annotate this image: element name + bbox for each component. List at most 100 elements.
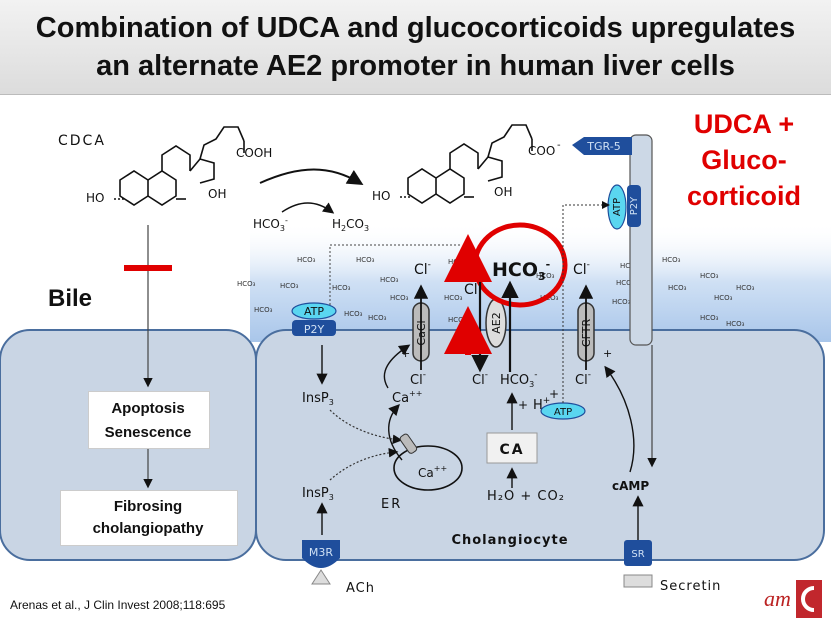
anion-oh-label: OH	[494, 185, 512, 199]
fibrosing-box	[60, 490, 238, 546]
tgr5-label: TGR-5	[586, 140, 620, 153]
apoptosis-box	[88, 391, 210, 449]
er-label: ER	[381, 497, 402, 512]
proton-label: H+	[533, 396, 550, 413]
p2y-receptor-left	[292, 320, 336, 336]
cholangiocyte-label: Cholangiocyte	[451, 533, 568, 548]
hco3-reactant: HCO3-	[253, 216, 288, 233]
atp-release-dotted-path	[562, 201, 610, 403]
protonation-arrow	[259, 168, 364, 186]
insp3-to-er-dotted-arrow	[329, 409, 403, 445]
endoplasmic-reticulum	[393, 445, 463, 491]
co-transport-plus-left: +	[518, 398, 528, 412]
svg-text:HCO₃: HCO₃	[237, 280, 256, 288]
camp-label: cAMP	[612, 479, 649, 493]
svg-text:HCO₃: HCO₃	[280, 282, 299, 290]
ca-enzyme-label: CA	[499, 442, 524, 458]
svg-text:HCO₃: HCO₃	[700, 272, 719, 280]
cholangiocyte-cell	[255, 329, 825, 561]
amc-logo: am	[764, 580, 822, 618]
insp3-top-label: InsP3	[302, 391, 334, 407]
lumen-bicarbonate-scatter: HCO₃ HCO₃ HCO₃ HCO₃ HCO₃ HCO₃ HCO₃ HCO₃ HCO₃ H…	[237, 256, 755, 328]
m3r-label: M3R	[309, 546, 333, 559]
atp-left-label: ATP	[304, 305, 324, 318]
secretin-ligand	[623, 574, 653, 588]
cdca-ho-label: HO	[86, 191, 104, 205]
hco3-cell-ae2: HCO3-	[500, 370, 537, 389]
svg-text:HCO₃: HCO₃	[297, 256, 316, 264]
svg-text:HCO₃: HCO₃	[662, 256, 681, 264]
atp-right-label: ATP	[612, 198, 623, 216]
cooh-label: COOH	[236, 146, 272, 160]
secretin-label: Secretin	[660, 579, 721, 594]
svg-text:HCO₃: HCO₃	[448, 258, 467, 266]
title-band: Combination of UDCA and glucocorticoids …	[0, 0, 831, 95]
atp-release-dotted-arrow	[329, 244, 460, 305]
bile-label: Bile	[48, 285, 93, 312]
cftr-plus-sign: +	[603, 347, 612, 360]
ca-to-cacl-arrow	[383, 344, 411, 389]
ae2-label: AE2	[490, 312, 503, 333]
cdca-oh-label: OH	[208, 187, 226, 201]
cl-cell-ae2: Cl-	[472, 370, 488, 388]
svg-text:HCO₃: HCO₃	[616, 279, 635, 287]
atp-intracellular-label: ATP	[554, 407, 572, 418]
svg-text:HCO₃: HCO₃	[254, 306, 273, 314]
tgr5-tag	[572, 137, 632, 155]
p2y-right-label: P2Y	[629, 196, 640, 215]
coo-charge: -	[557, 140, 561, 151]
coo-label: COO	[528, 144, 555, 158]
ach-ligand	[311, 569, 331, 585]
secretin-receptor	[624, 540, 652, 566]
insp3-bottom-label: InsP3	[302, 486, 334, 502]
m3r-receptor	[302, 540, 340, 568]
senescence-label: Senescence	[104, 424, 192, 441]
apoptosis-label: Apoptosis	[111, 400, 185, 417]
svg-text:HCO₃: HCO₃	[714, 294, 733, 302]
svg-text:HCO₃: HCO₃	[668, 284, 687, 292]
cl-lumen-cacl: Cl-	[414, 260, 431, 278]
hco3-lumen-highlight: HCO3-	[492, 258, 550, 283]
amc-logo-text: am	[764, 586, 791, 611]
cl-lumen-cftr: Cl-	[573, 260, 590, 278]
co-transport-plus-right: +	[549, 387, 559, 401]
er-ca-release-arrow	[388, 403, 403, 461]
cholangiopathy-label: cholangiopathy	[92, 520, 204, 537]
p2y-receptor-right	[627, 185, 641, 227]
sr-label: SR	[631, 549, 644, 560]
treatment-line-1: UDCA +	[693, 109, 795, 139]
carbonic-anhydrase-box	[486, 432, 538, 464]
anion-ho-label: HO	[372, 189, 390, 203]
svg-text:HCO₃: HCO₃	[612, 298, 631, 306]
ach-label: ACh	[346, 581, 375, 595]
camp-to-cftr-arrow	[604, 365, 635, 473]
treatment-line-3: corticoid	[686, 181, 801, 211]
er-channel	[399, 433, 418, 454]
svg-text:HCO₃: HCO₃	[368, 314, 387, 322]
treatment-label: UDCA + Gluco- corticoid	[664, 106, 824, 214]
svg-text:HCO₃: HCO₃	[726, 320, 745, 328]
cl-cell-cftr: Cl-	[575, 370, 591, 388]
svg-text:HCO₃: HCO₃	[620, 262, 639, 270]
svg-text:HCO₃: HCO₃	[380, 276, 399, 284]
cacl-plus-sign: +	[401, 347, 410, 360]
h2co3-product: H2CO3	[332, 217, 369, 233]
svg-text:HCO₃: HCO₃	[332, 284, 351, 292]
cl-cell-cacl: Cl-	[410, 370, 426, 388]
er-ca-label: Ca++	[418, 464, 447, 480]
tgr5-receptor	[629, 134, 653, 346]
fibrosing-label: Fibrosing	[113, 498, 183, 515]
svg-text:HCO₃: HCO₃	[448, 316, 467, 324]
cdca-molecule	[112, 126, 245, 206]
svg-text:HCO₃: HCO₃	[390, 294, 409, 302]
treatment-line-2: Gluco-	[701, 145, 787, 175]
hco3-to-h2co3-arrow	[281, 202, 335, 214]
svg-text:HCO₃: HCO₃	[356, 256, 375, 264]
svg-text:HCO₃: HCO₃	[700, 314, 719, 322]
bile-lumen	[250, 222, 831, 342]
citation: Arenas et al., J Clin Invest 2008;118:69…	[10, 598, 226, 612]
cdca-label: CDCA	[58, 133, 106, 149]
svg-text:HCO₃: HCO₃	[736, 284, 755, 292]
slide-title-line-2: an alternate AE2 promoter in human liver…	[96, 50, 735, 82]
cytosolic-ca-label: Ca++	[392, 389, 422, 406]
